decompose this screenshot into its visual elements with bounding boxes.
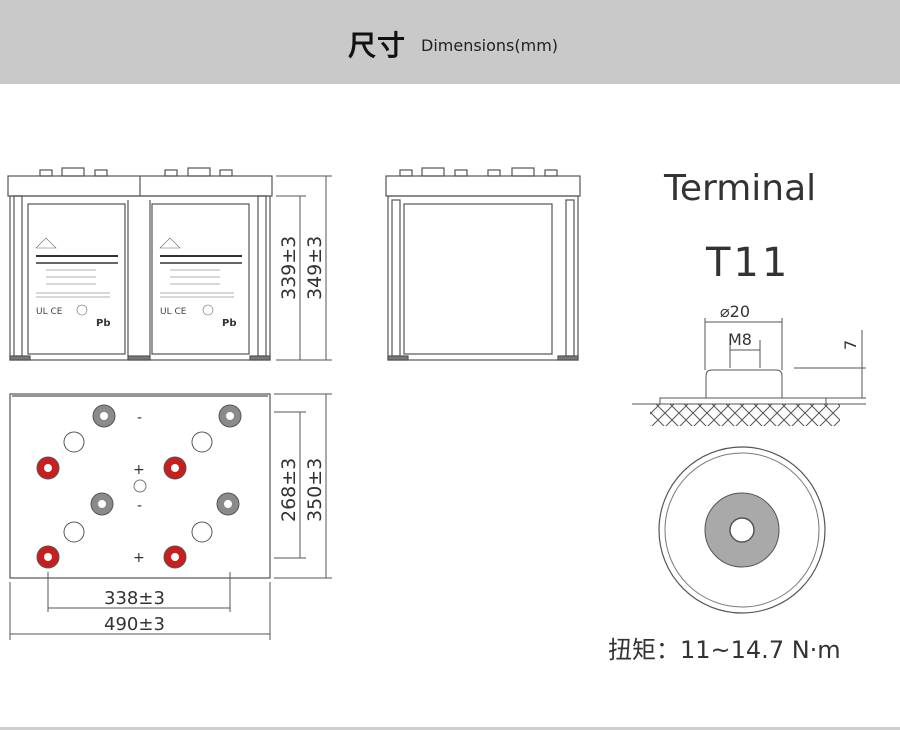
top-width-dims	[9, 572, 271, 640]
positive-post	[36, 545, 60, 569]
polarity-minus-symbol: -	[137, 410, 142, 426]
terminal-thread-label: M8	[728, 330, 752, 349]
page-subtitle: Dimensions(mm)	[421, 36, 559, 55]
vent-cap	[191, 431, 213, 453]
positive-post	[163, 545, 187, 569]
battery-label-right: UL CE Pb	[159, 237, 242, 329]
battery-label-left: UL CE Pb	[35, 237, 118, 329]
svg-text:UL CE: UL CE	[160, 307, 187, 317]
polarity-plus-symbol: +	[133, 550, 145, 566]
top-depth-internal-label: 268±3	[278, 458, 300, 522]
front-height-internal-label: 339±3	[278, 236, 300, 300]
negative-post	[216, 492, 240, 516]
negative-post	[92, 404, 116, 428]
svg-text:Pb: Pb	[96, 318, 111, 329]
terminal-height-label: 7	[841, 340, 860, 350]
svg-text:UL CE: UL CE	[36, 307, 63, 317]
front-height-total-label: 349±3	[304, 236, 326, 300]
hatched-base	[650, 404, 840, 426]
positive-post	[163, 456, 187, 480]
vent-cap	[63, 521, 85, 543]
header-bar: 尺寸 Dimensions(mm)	[0, 0, 900, 84]
terminal-torque-label: 扭矩：11~14.7 N·m	[608, 636, 841, 664]
front-height-dims	[276, 175, 332, 361]
side-view	[385, 167, 581, 361]
polarity-plus-symbol: +	[133, 462, 145, 478]
terminal-title: Terminal	[663, 168, 816, 209]
terminal-top-view	[658, 446, 826, 614]
terminal-diameter-label: ⌀20	[720, 302, 750, 321]
front-view	[7, 167, 273, 361]
vent-cap	[63, 431, 85, 453]
negative-post	[90, 492, 114, 516]
center-vent	[133, 479, 147, 493]
top-width-internal-label: 338±3	[104, 588, 165, 609]
terminal-posts	[36, 404, 242, 569]
page-title: 尺寸	[348, 29, 407, 62]
vent-cap	[191, 521, 213, 543]
top-width-total-label: 490±3	[104, 614, 165, 635]
negative-post	[218, 404, 242, 428]
top-depth-dims	[274, 393, 332, 579]
bottom-divider	[0, 727, 900, 730]
top-depth-total-label: 350±3	[304, 458, 326, 522]
terminal-model: T11	[705, 240, 790, 286]
positive-post	[36, 456, 60, 480]
polarity-minus-symbol: -	[137, 498, 142, 514]
top-view	[9, 393, 271, 579]
svg-text:Pb: Pb	[222, 318, 237, 329]
